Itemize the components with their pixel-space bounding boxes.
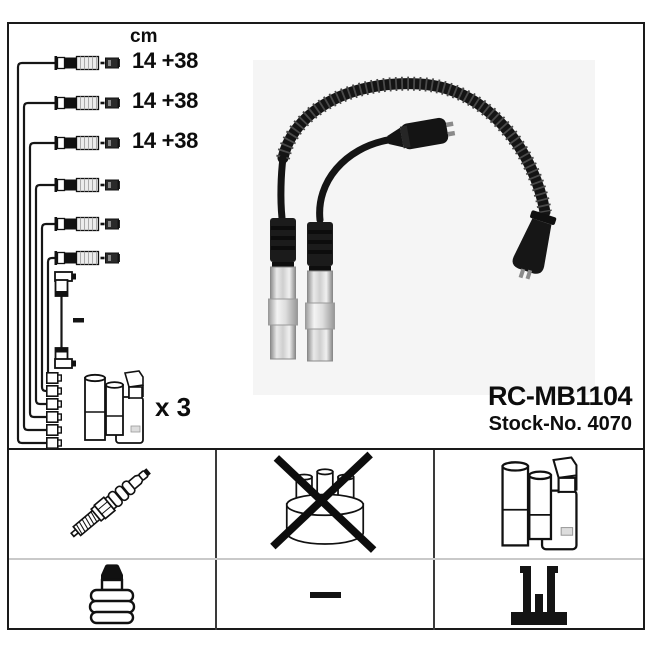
coil-terminal-icon <box>46 385 62 397</box>
grid-line <box>433 450 435 630</box>
plug-boot-icon <box>88 563 136 624</box>
spark-plug-connector-icon <box>268 218 298 360</box>
legend-cell-distributor-crossed <box>217 450 433 558</box>
cable-end-connector-icon <box>54 55 121 71</box>
cable-end-connector-icon <box>54 95 121 111</box>
cable-lead <box>316 136 392 224</box>
legend-cell-no-connector <box>217 560 433 629</box>
coil-terminal-icon <box>46 372 62 384</box>
distributor-cap-crossed-icon <box>270 451 377 553</box>
cable-end-connector-icon <box>54 135 121 151</box>
coil-terminal-icon <box>46 424 62 436</box>
legend-cell-coil-connector <box>435 560 643 629</box>
angled-boot-cable-icon <box>54 271 76 369</box>
corrugated-sleeve-icon <box>276 76 552 218</box>
coil-connector-silhouette-icon <box>511 565 567 625</box>
cable-length-label: 14 +38 <box>132 88 199 113</box>
spark-plug-connector-icon <box>305 222 335 362</box>
cable-end-connector-icon <box>54 250 121 266</box>
cable-length-label: 14 +38 <box>132 128 199 153</box>
cable-lead <box>277 154 287 222</box>
no-length-dash <box>73 318 84 323</box>
cable-set-photo <box>253 60 595 395</box>
stock-number: Stock-No. 4070 <box>488 413 632 435</box>
cable-layout-schematic <box>16 55 144 449</box>
unit-label: cm <box>130 26 158 47</box>
dash-icon <box>309 591 341 598</box>
outer-frame <box>7 22 645 630</box>
molded-plug-connector-icon <box>387 117 456 150</box>
ignition-coil-icon <box>84 370 144 444</box>
section-divider <box>7 448 645 450</box>
cross-out-x-icon <box>270 451 377 553</box>
cable-end-connector-icon <box>54 216 121 232</box>
legend-cell-plug-boot <box>9 560 215 629</box>
cable-length-label: 14 +38 <box>132 48 199 73</box>
grid-line <box>9 558 643 560</box>
coil-terminal-icon <box>46 398 62 410</box>
coil-quantity-label: x 3 <box>155 392 192 422</box>
coil-plug-connector-icon <box>512 210 557 280</box>
cable-end-connector-icon <box>54 177 121 193</box>
grid-line <box>215 450 217 630</box>
coil-terminal-icon <box>46 411 62 423</box>
legend-cell-spark-plug <box>9 450 215 558</box>
ignition-coil-icon <box>500 456 578 551</box>
legend-cell-ignition-coil <box>435 450 643 558</box>
part-number: RC-MB1104 <box>487 381 633 411</box>
spark-plug-icon <box>69 468 151 538</box>
coil-terminal-icon <box>46 437 62 449</box>
